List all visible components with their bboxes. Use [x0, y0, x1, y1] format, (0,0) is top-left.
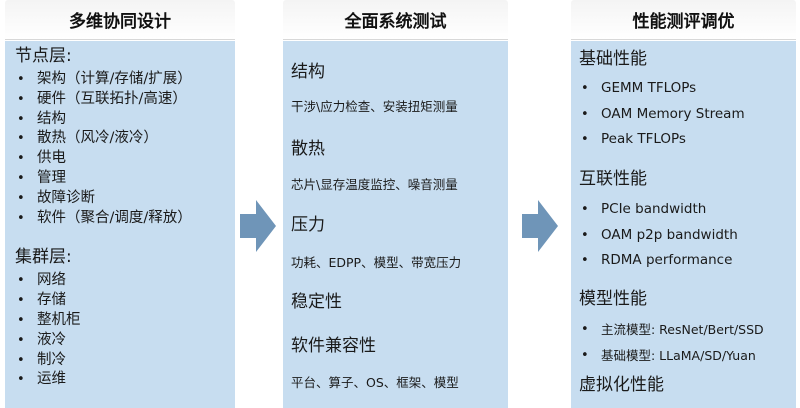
test-item-title: 稳定性: [291, 292, 342, 312]
list-item: 主流模型: ResNet/Bert/SSD: [579, 317, 764, 343]
perf-group-list: PCIe bandwidth OAM p2p bandwidth RDMA pe…: [579, 197, 738, 274]
testing-column-header: 全面系统测试: [283, 0, 508, 40]
node-layer-title: 节点层:: [15, 46, 72, 66]
design-column-title: 多维协同设计: [69, 12, 171, 32]
test-item-title: 压力: [291, 215, 325, 235]
list-item: 供电: [15, 149, 235, 169]
list-item: 架构（计算/存储/扩展）: [15, 70, 235, 90]
list-item: 制冷: [15, 351, 235, 371]
performance-column-title: 性能测评调优: [632, 12, 735, 32]
list-item: Peak TFLOPs: [579, 127, 745, 153]
test-item-title: 结构: [291, 62, 325, 82]
test-item-detail: 功耗、EDPP、模型、带宽压力: [291, 255, 462, 270]
arrow-right-icon: [240, 200, 276, 252]
testing-column-panel: 结构 干涉\应力检查、安装扭矩测量 散热 芯片\显存温度监控、噪音测量 压力 功…: [283, 41, 508, 408]
test-item-title: 软件兼容性: [291, 336, 376, 356]
perf-group-title: 模型性能: [579, 289, 647, 309]
test-item-title: 散热: [291, 139, 325, 159]
list-item: 网络: [15, 271, 235, 291]
testing-column-title: 全面系统测试: [344, 12, 447, 32]
perf-group-title: 基础性能: [579, 49, 647, 69]
list-item: OAM p2p bandwidth: [579, 223, 738, 249]
test-item-detail: 平台、算子、OS、框架、模型: [291, 375, 459, 390]
test-item-detail: 干涉\应力检查、安装扭矩测量: [291, 99, 458, 114]
arrow-right-icon: [522, 200, 558, 252]
list-item: 软件（聚合/调度/释放）: [15, 209, 235, 229]
list-item: 整机柜: [15, 311, 235, 331]
list-item: 存储: [15, 291, 235, 311]
performance-column-panel: 基础性能 GEMM TFLOPs OAM Memory Stream Peak …: [571, 41, 796, 408]
design-column-header: 多维协同设计: [5, 0, 235, 40]
list-item: OAM Memory Stream: [579, 102, 745, 128]
perf-group-title: 虚拟化性能: [579, 375, 664, 395]
list-item: 故障诊断: [15, 189, 235, 209]
node-layer-list: 架构（计算/存储/扩展） 硬件（互联拓扑/高速） 结构 散热（风冷/液冷） 供电…: [15, 70, 235, 228]
list-item: 液冷: [15, 331, 235, 351]
list-item: RDMA performance: [579, 248, 738, 274]
list-item: 散热（风冷/液冷）: [15, 129, 235, 149]
cluster-layer-title: 集群层:: [15, 247, 72, 268]
list-item: 基础模型: LLaMA/SD/Yuan: [579, 343, 764, 369]
test-item-detail: 芯片\显存温度监控、噪音测量: [291, 177, 458, 192]
design-column-panel: 节点层: 架构（计算/存储/扩展） 硬件（互联拓扑/高速） 结构 散热（风冷/液…: [5, 41, 235, 408]
performance-column-header: 性能测评调优: [571, 0, 796, 40]
perf-group-list: 主流模型: ResNet/Bert/SSD 基础模型: LLaMA/SD/Yua…: [579, 317, 764, 368]
list-item: 运维: [15, 370, 235, 390]
list-item: 结构: [15, 110, 235, 130]
list-item: 管理: [15, 169, 235, 189]
list-item: GEMM TFLOPs: [579, 76, 745, 102]
perf-group-list: GEMM TFLOPs OAM Memory Stream Peak TFLOP…: [579, 76, 745, 153]
list-item: 硬件（互联拓扑/高速）: [15, 90, 235, 110]
cluster-layer-list: 网络 存储 整机柜 液冷 制冷 运维: [15, 271, 235, 390]
list-item: PCIe bandwidth: [579, 197, 738, 223]
perf-group-title: 互联性能: [579, 169, 647, 189]
